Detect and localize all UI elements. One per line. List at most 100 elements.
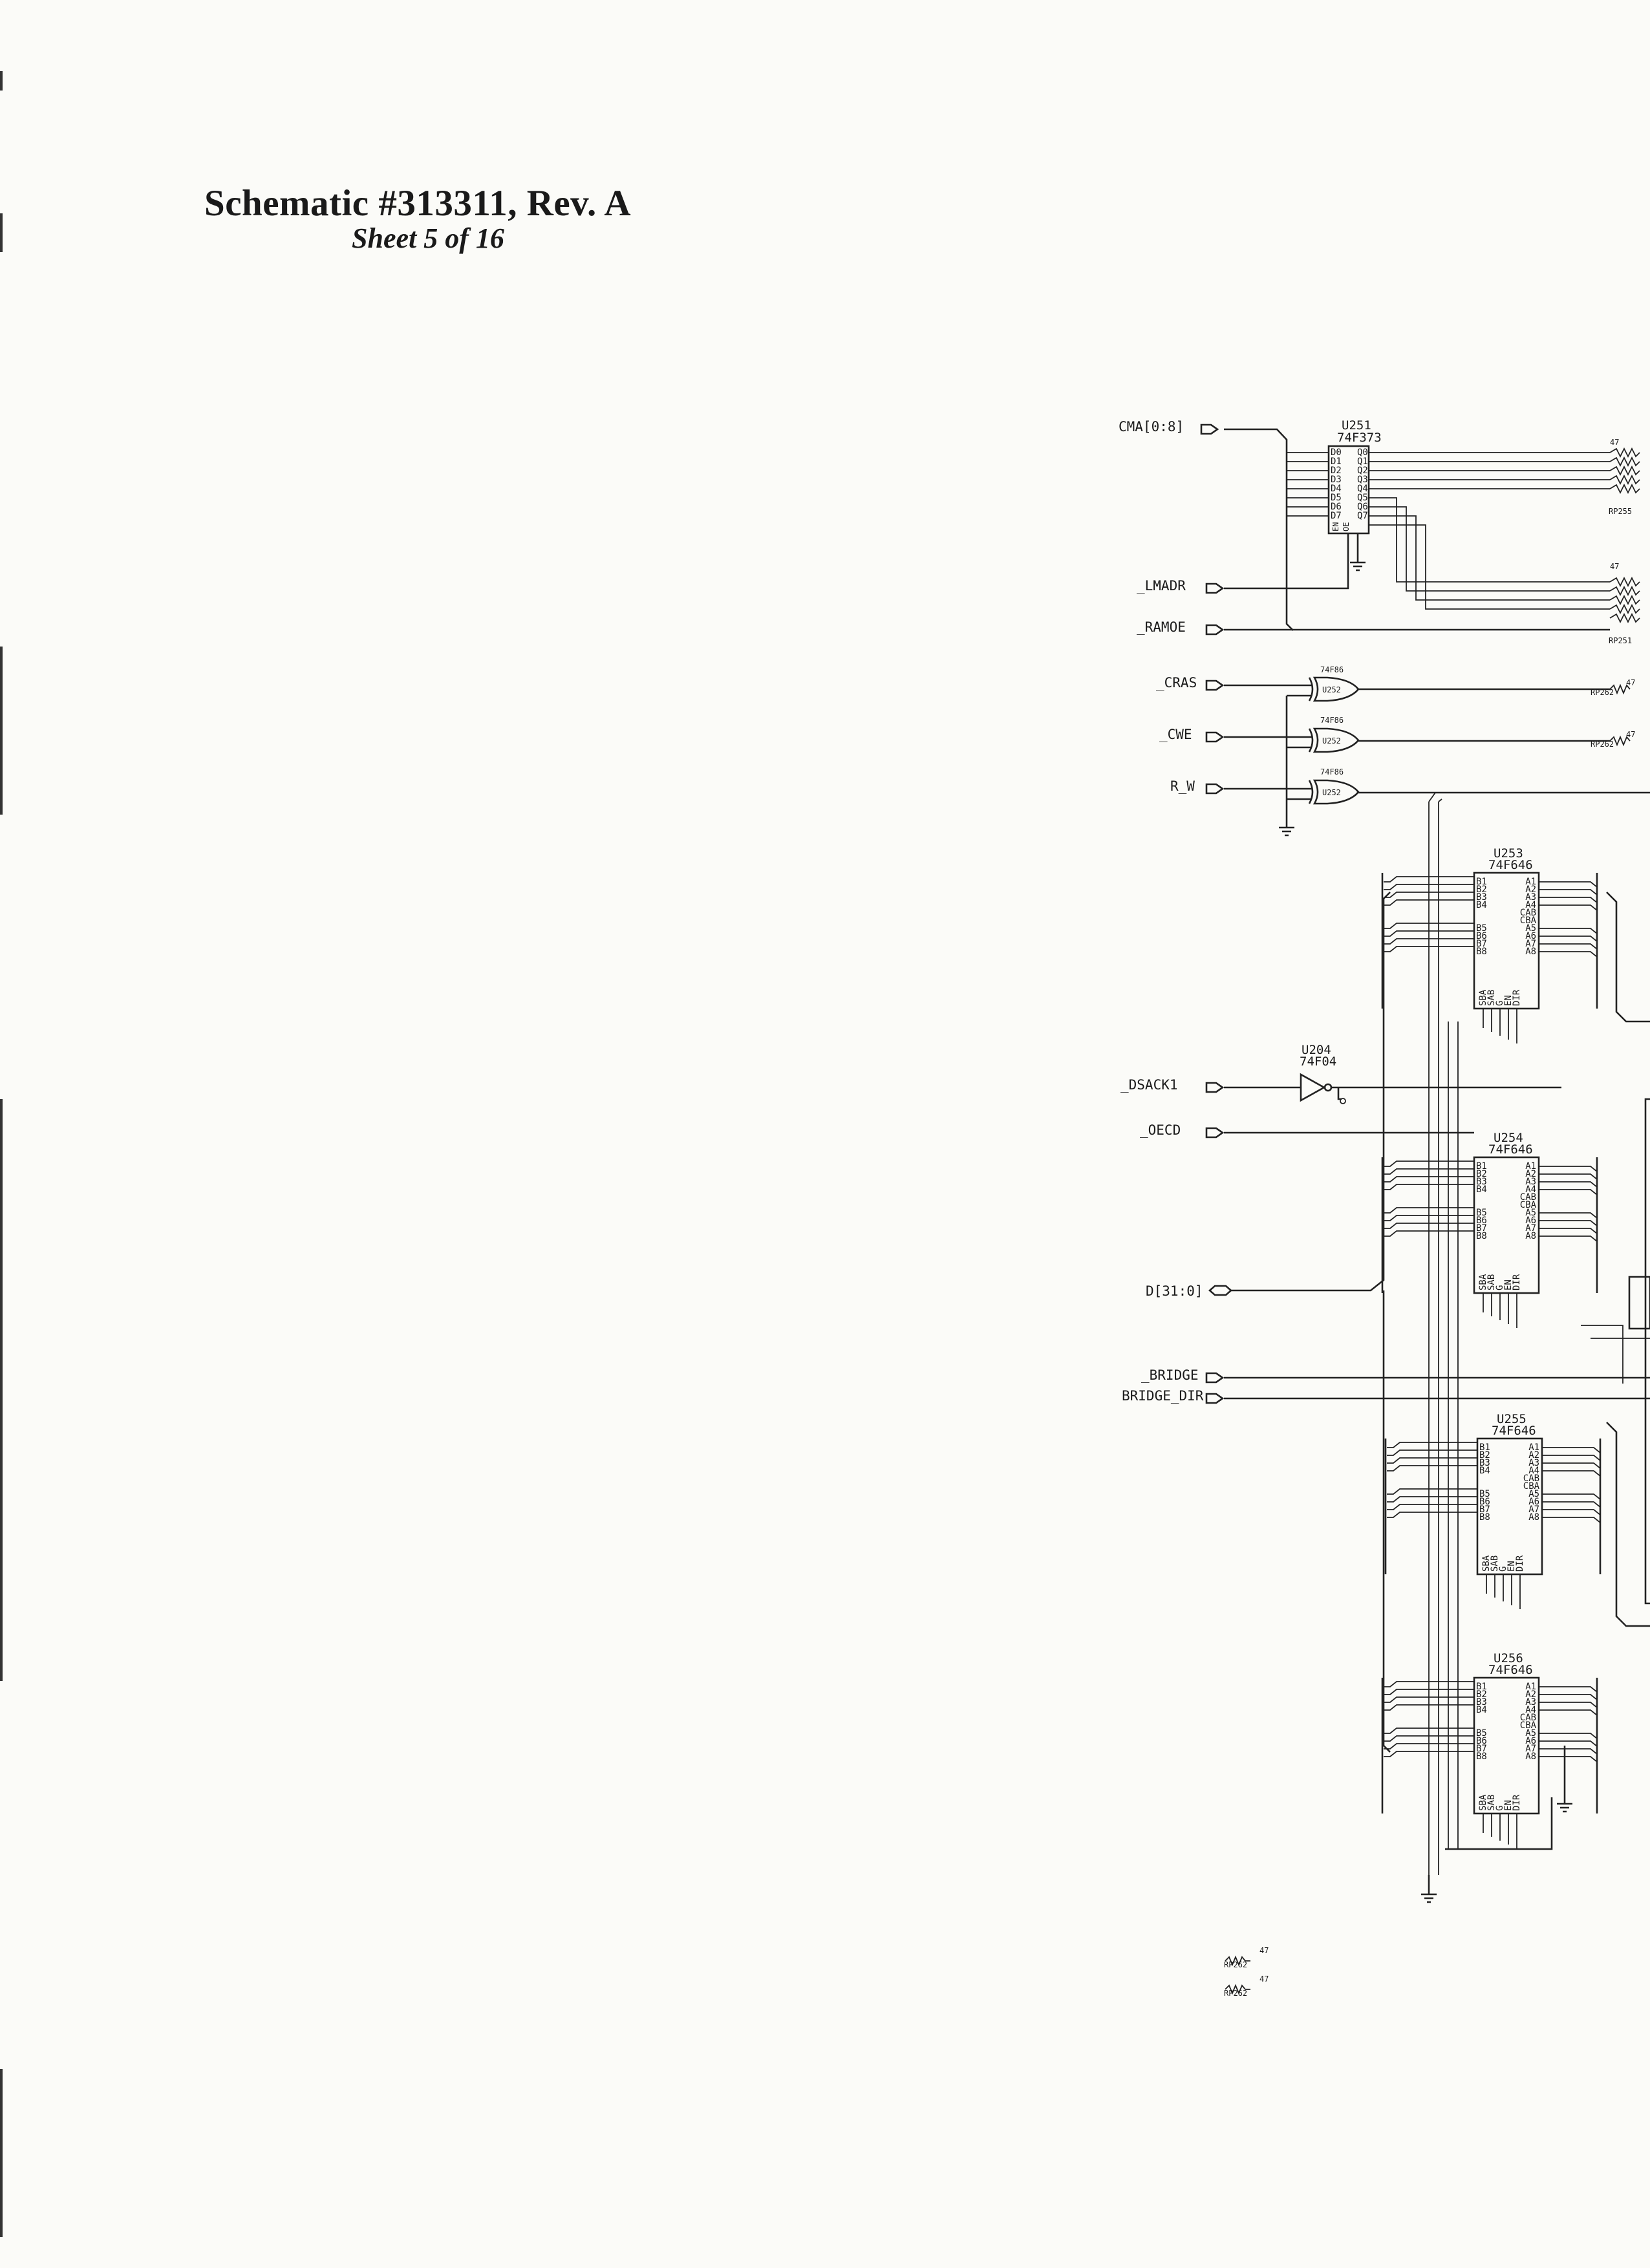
u255-pin-sab: SAB	[1490, 1556, 1500, 1572]
u254-pin-sab: SAB	[1486, 1274, 1497, 1290]
u255-pin-b6: B6	[1479, 1497, 1490, 1507]
u255-pin-b1: B1	[1479, 1442, 1490, 1453]
u256-pin-sba: SBA	[1478, 1794, 1488, 1811]
u253-pin-a7: A7	[1525, 939, 1536, 949]
sheet-header: Schematic #313311, Rev. A Sheet 5 of 16	[204, 182, 631, 255]
u256-pin-en: EN	[1503, 1800, 1514, 1811]
port-bridge-dir-flag	[1205, 1393, 1225, 1404]
u251-pin-q0: Q0	[1357, 447, 1368, 458]
u254-pin-a6: A6	[1525, 1215, 1536, 1226]
u251-pin-q2: Q2	[1357, 465, 1368, 476]
u251-pin-d4: D4	[1331, 484, 1342, 494]
u254-pin-a4: A4	[1525, 1184, 1536, 1195]
u251-pin-q4: Q4	[1357, 484, 1368, 494]
u251-pin-q7: Q7	[1357, 511, 1368, 521]
u255-pin-b8: B8	[1479, 1512, 1490, 1523]
u253-pin-a4: A4	[1525, 900, 1536, 910]
u251-pin-q3: Q3	[1357, 475, 1368, 485]
u251-pin-d7: D7	[1331, 511, 1342, 521]
u255-type: 74F646	[1492, 1424, 1536, 1438]
u253-pin-sab: SAB	[1486, 990, 1497, 1006]
partial-chip-right	[1628, 1276, 1650, 1330]
u256-pin-b4: B4	[1476, 1705, 1487, 1715]
u253-pin-a1: A1	[1525, 877, 1536, 887]
u256-pin-dir: DIR	[1512, 1794, 1522, 1811]
u251-pin-d2: D2	[1331, 465, 1342, 476]
svg-text:EN: EN	[1331, 522, 1340, 531]
u256-pin-a2: A2	[1525, 1689, 1536, 1700]
u254-pin-b6: B6	[1476, 1215, 1487, 1226]
data-bus	[1224, 792, 1650, 1903]
u253-pin-b5: B5	[1476, 923, 1487, 934]
port-data-flag	[1208, 1285, 1232, 1296]
port-rw-flag	[1205, 783, 1225, 795]
u253-pin-sba: SBA	[1478, 989, 1488, 1006]
u251-pin-d5: D5	[1331, 493, 1342, 503]
u256-pin-a3: A3	[1525, 1697, 1536, 1707]
u254-pin-a7: A7	[1525, 1223, 1536, 1234]
u254-pin-cab: CAB	[1520, 1192, 1536, 1203]
u254-pin-a3: A3	[1525, 1177, 1536, 1187]
u204-type: 74F04	[1300, 1054, 1336, 1069]
u254-type: 74F646	[1488, 1142, 1533, 1157]
u254-pin-b1: B1	[1476, 1161, 1487, 1171]
u253-pin-a3: A3	[1525, 892, 1536, 903]
sheet-number: Sheet 5 of 16	[352, 222, 504, 254]
u254-pin-dir: DIR	[1512, 1274, 1522, 1290]
port-bridge-label: _BRIDGE	[1141, 1367, 1199, 1383]
u254-pin-cba: CBA	[1520, 1200, 1537, 1210]
u256-pin-a6: A6	[1525, 1736, 1536, 1746]
u252b-type: 74F86	[1320, 716, 1344, 725]
u251-pin-d3: D3	[1331, 475, 1342, 485]
u254-pin-a2: A2	[1525, 1169, 1536, 1179]
u255-transceiver: U25574F646B1B2B3B4B5B6B7B8A1A2A3A4CABCBA…	[1384, 1412, 1602, 1609]
u255-pin-sba: SBA	[1481, 1555, 1492, 1572]
u254-pin-a5: A5	[1525, 1208, 1536, 1218]
u256-pin-b8: B8	[1476, 1751, 1487, 1762]
u253-ref: U253	[1494, 846, 1523, 861]
u255-pin-cab: CAB	[1523, 1473, 1539, 1484]
port-data-label: D[31:0]	[1146, 1283, 1203, 1299]
u253-pin-a8: A8	[1525, 947, 1536, 957]
u251-pin-q1: Q1	[1357, 456, 1368, 467]
u256-transceiver: U25674F646B1B2B3B4B5B6B7B8A1A2A3A4CABCBA…	[1381, 1651, 1598, 1848]
xor-ground	[1279, 696, 1294, 837]
u251-pin-q5: Q5	[1357, 493, 1368, 503]
svg-text:OE: OE	[1342, 522, 1351, 531]
u253-transceiver: U25374F646B1B2B3B4B5B6B7B8A1A2A3A4CABCBA…	[1381, 846, 1598, 1043]
u254-ref: U254	[1494, 1131, 1523, 1145]
u251-pin-d6: D6	[1331, 502, 1342, 512]
port-cwe-flag	[1205, 731, 1225, 743]
u256-pin-b6: B6	[1476, 1736, 1487, 1746]
u254-pin-b2: B2	[1476, 1169, 1487, 1179]
u251-ref: U251	[1342, 418, 1371, 433]
u255-pin-a6: A6	[1528, 1497, 1539, 1507]
xor-gate-c: 74F86 U252	[1224, 767, 1650, 805]
port-lmadr-label: _LMADR	[1137, 578, 1186, 594]
u255-pin-a7: A7	[1528, 1504, 1539, 1515]
u255-ref: U255	[1497, 1412, 1527, 1426]
rp251-ref: RP251	[1609, 636, 1632, 645]
port-oecd-flag	[1205, 1127, 1225, 1139]
signal-ports: CMA[0:8] _LMADR _RAMOE _CRAS _CWE R_W _D…	[1119, 419, 1232, 1404]
rp262-value-d: 47	[1259, 1974, 1269, 1984]
u251-ground	[1350, 533, 1366, 572]
rp262-value-b: 47	[1626, 730, 1635, 739]
u254-pin-b5: B5	[1476, 1208, 1487, 1218]
rp262-ref-c: RP262	[1224, 1960, 1247, 1969]
u254-pin-sba: SBA	[1478, 1274, 1488, 1290]
port-oecd-label: _OECD	[1140, 1122, 1181, 1138]
u255-pin-a1: A1	[1528, 1442, 1539, 1453]
u253-pin-cab: CAB	[1520, 908, 1536, 918]
u256-pin-sab: SAB	[1486, 1795, 1497, 1811]
u253-pin-a2: A2	[1525, 884, 1536, 895]
u256-pin-a1: A1	[1525, 1682, 1536, 1692]
u255-pin-en: EN	[1506, 1561, 1517, 1572]
port-dsack1-flag	[1205, 1082, 1225, 1093]
u255-pin-b4: B4	[1479, 1466, 1490, 1476]
u253-pin-dir: DIR	[1512, 989, 1522, 1006]
bottom-ground-right	[1557, 1746, 1572, 1813]
u256-ref: U256	[1494, 1651, 1523, 1665]
u255-pin-b5: B5	[1479, 1489, 1490, 1499]
schematic-title: Schematic #313311, Rev. A	[204, 183, 632, 224]
